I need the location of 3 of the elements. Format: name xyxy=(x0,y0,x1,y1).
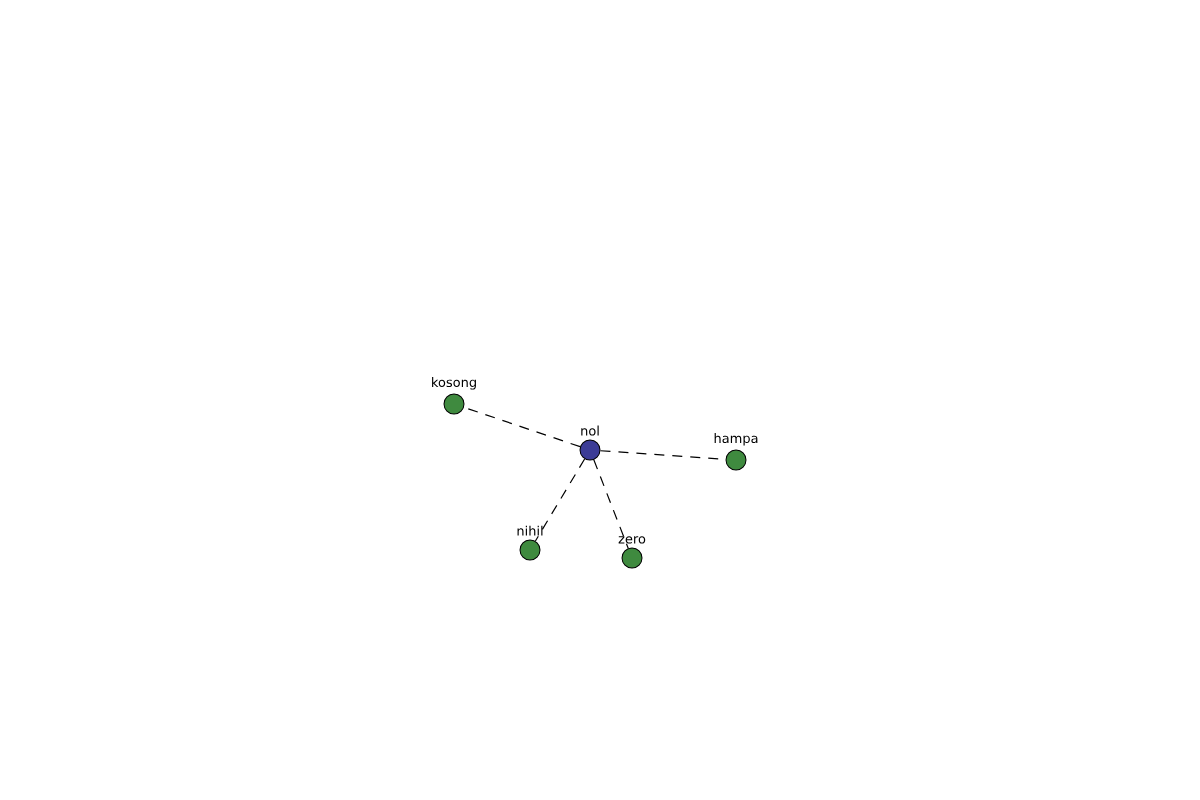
connector-line xyxy=(534,458,586,542)
connector-line xyxy=(463,406,581,448)
connector-line xyxy=(593,459,629,549)
